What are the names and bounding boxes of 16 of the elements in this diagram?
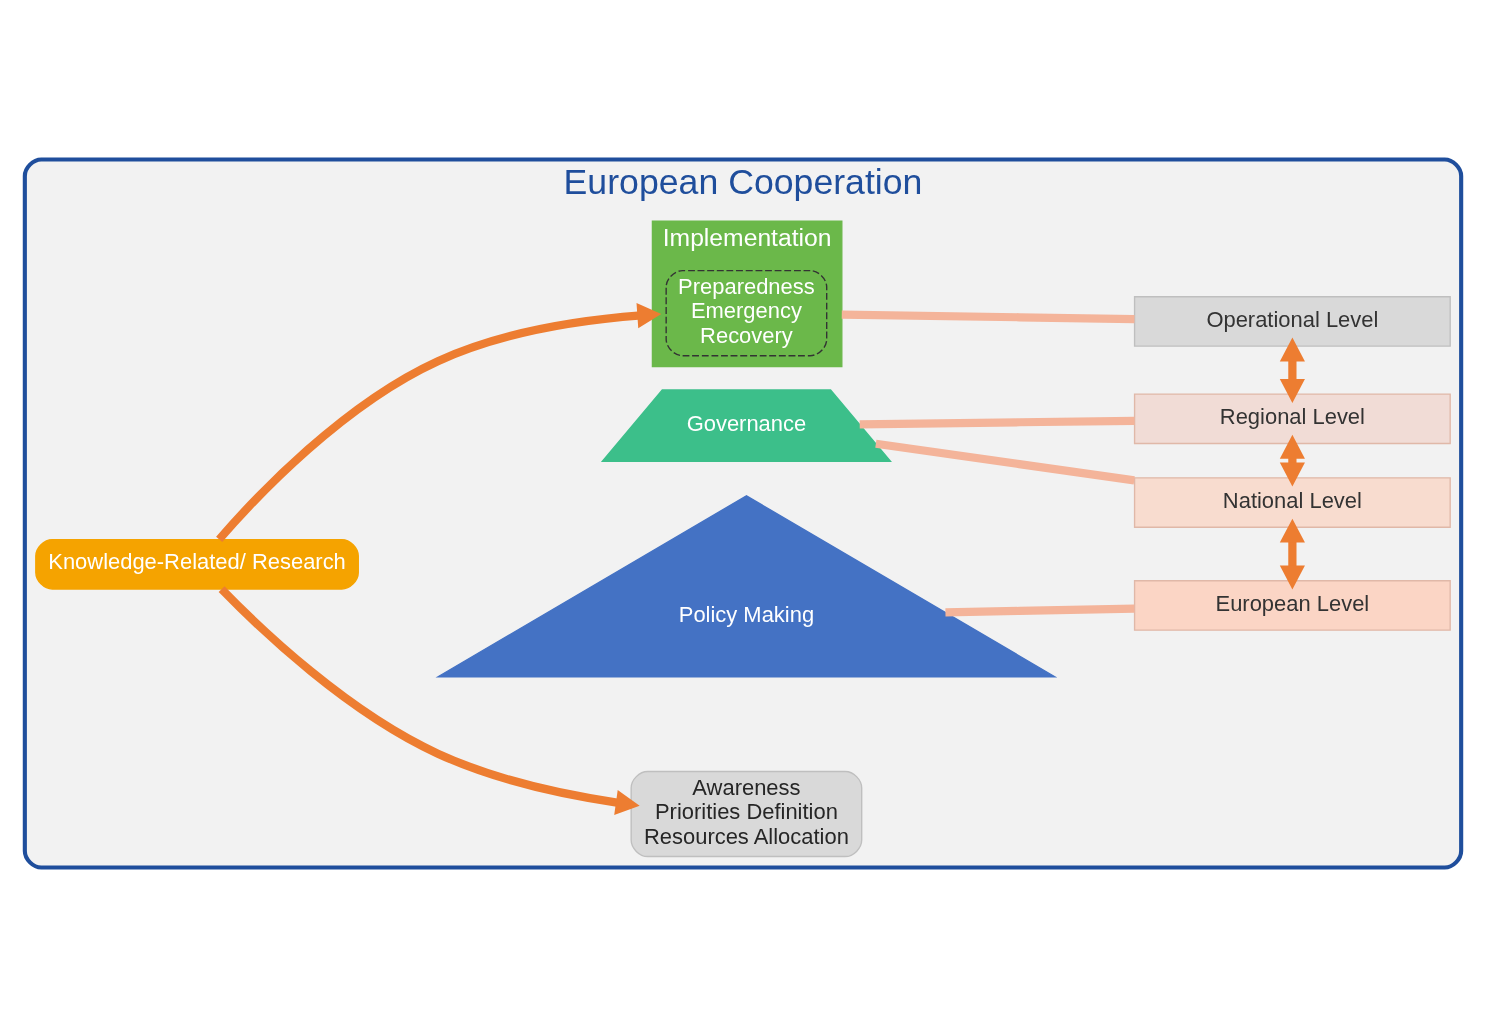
arrow [216,302,662,542]
connector [945,604,1135,617]
connector [841,309,1135,323]
node-box: European Level [1133,579,1451,631]
node-box: Regional Level [1133,392,1451,444]
arrow [1279,518,1305,589]
connector [859,416,1135,428]
arrow [1279,434,1305,487]
node-box: Knowledge-Related/ Research [35,538,359,590]
arrow [1279,337,1305,403]
connector [875,439,1135,484]
arrow [218,585,640,815]
node-box: National Level [1133,476,1451,528]
node-box: Operational Level [1133,295,1451,347]
node-box: Awareness Priorities Definition Resources Allocation [630,770,863,857]
node-box: Preparedness Emergency Recovery [665,269,828,356]
